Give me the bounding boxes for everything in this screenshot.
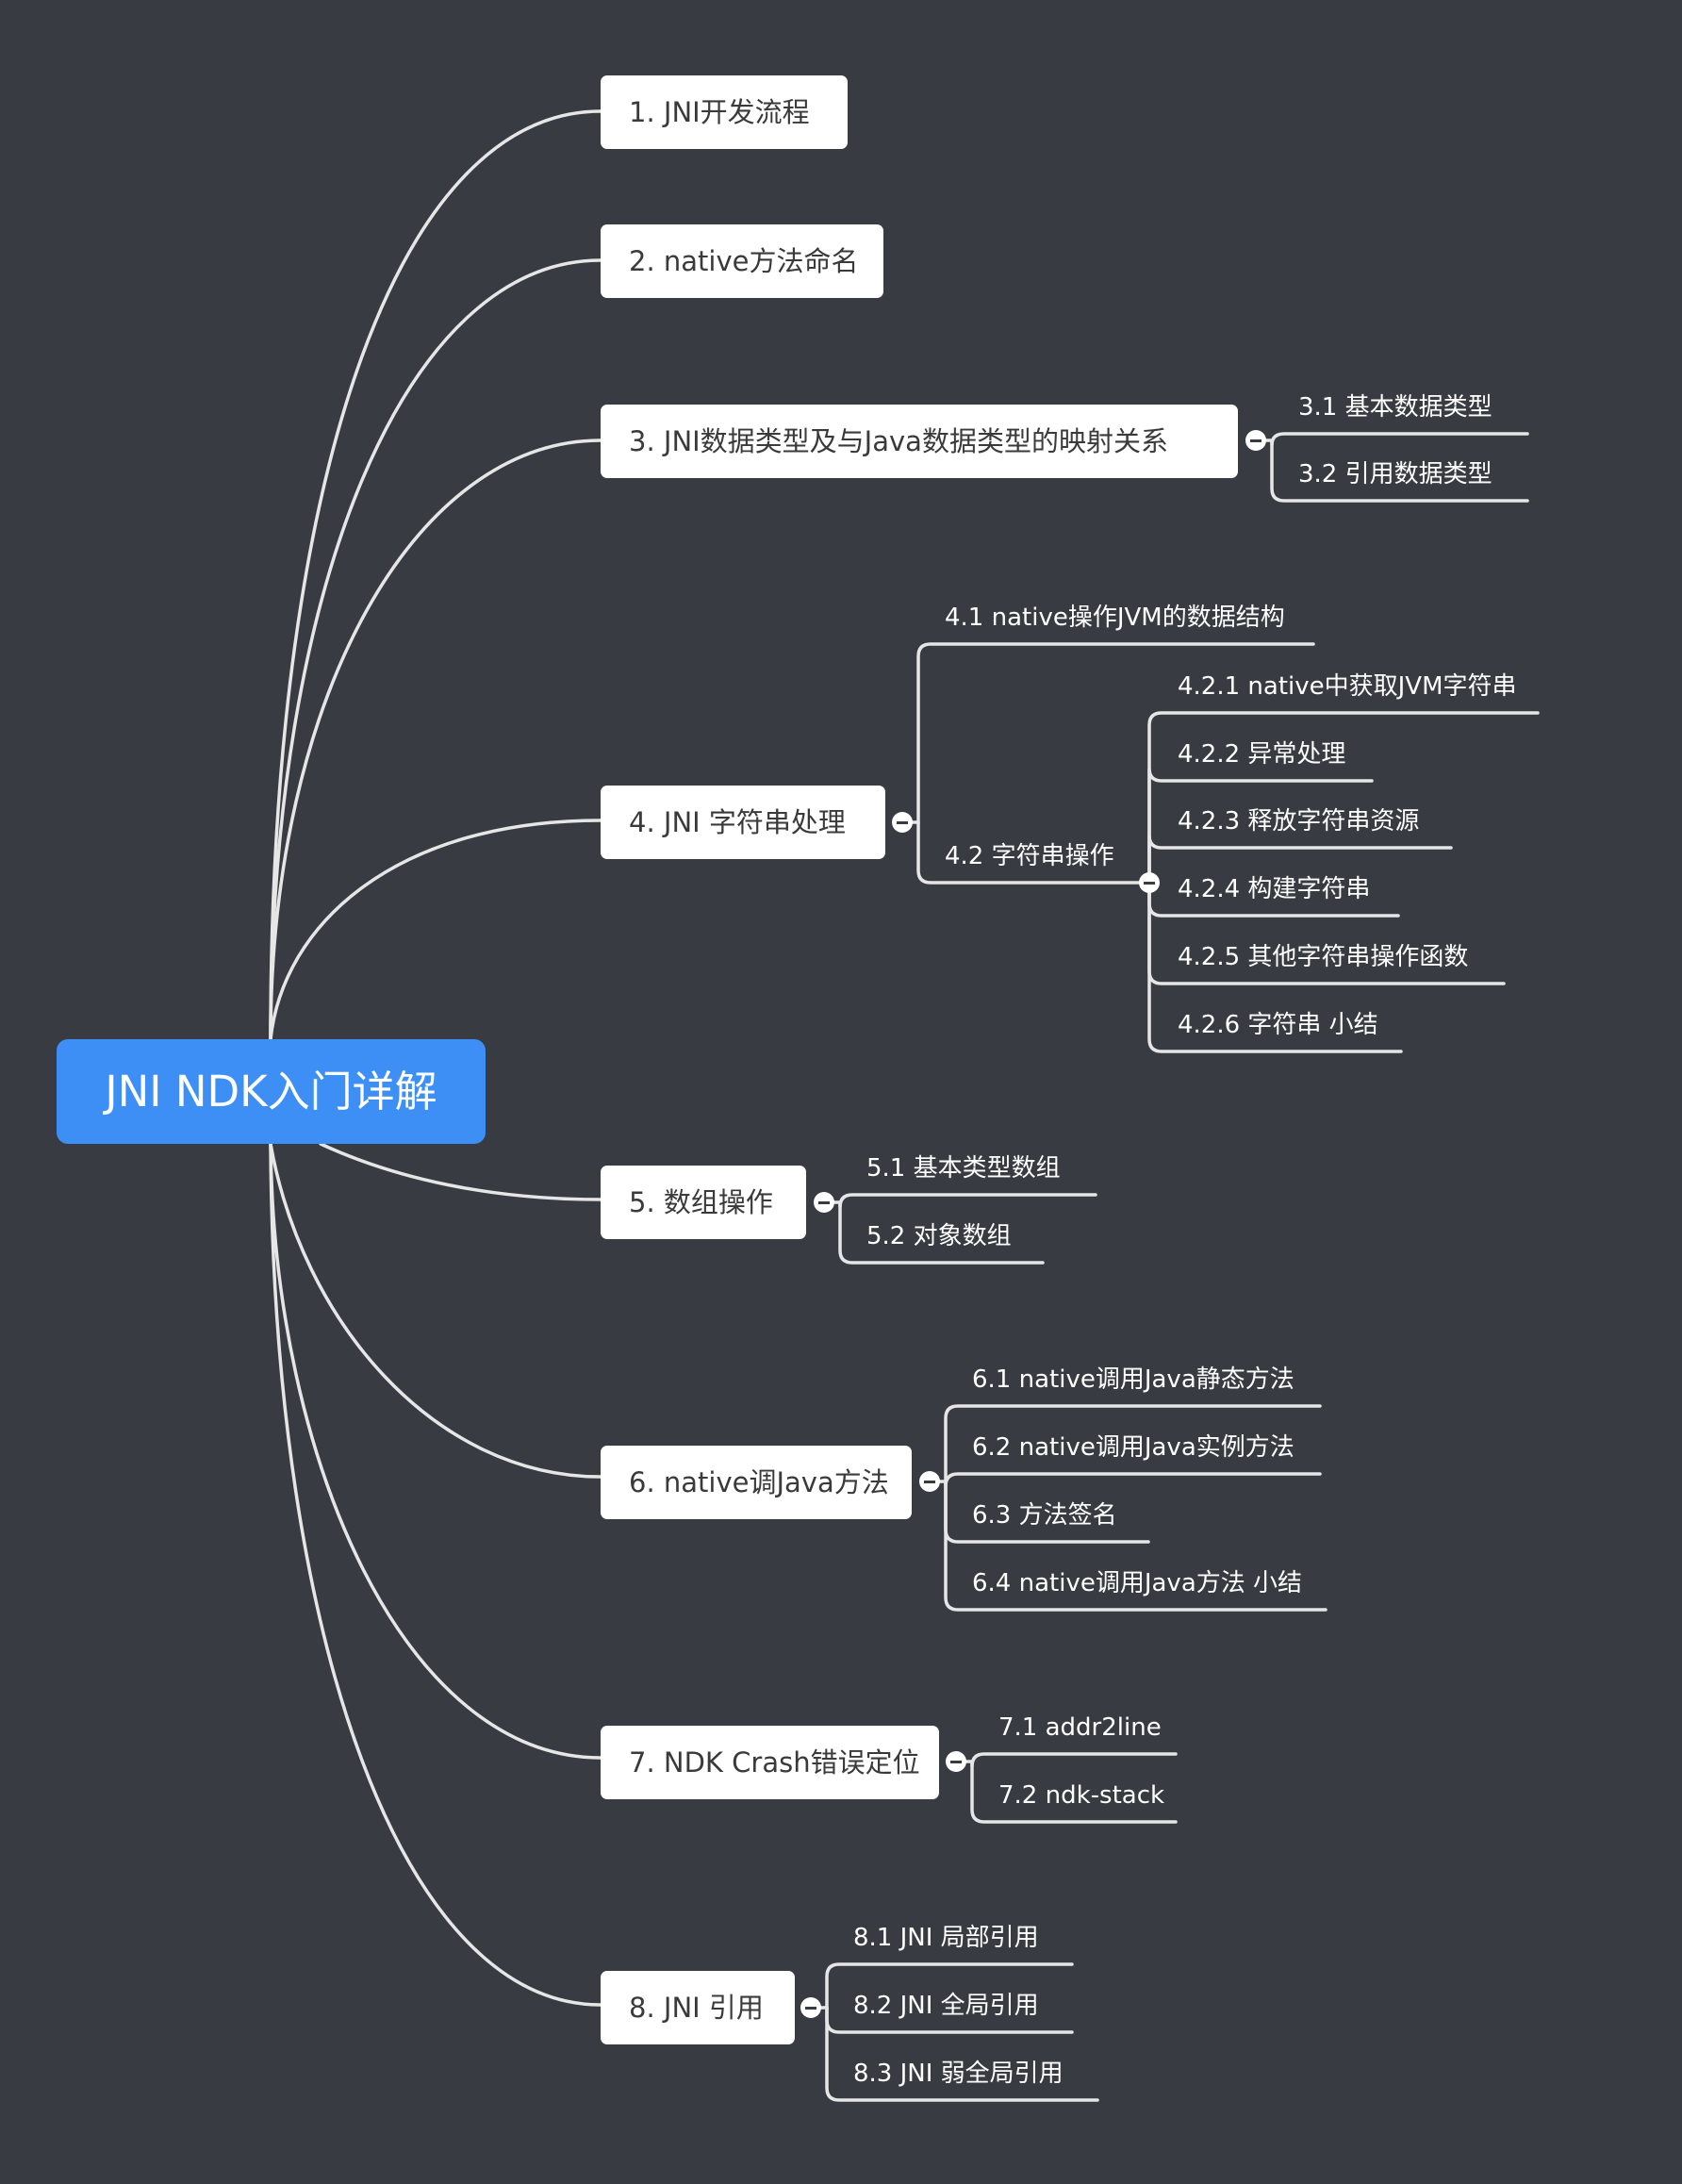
subtopic-4-2-5[interactable]: 4.2.5 其他字符串操作函数	[1178, 943, 1469, 971]
subtopic-4-2-1[interactable]: 4.2.1 native中获取JVM字符串	[1178, 672, 1517, 701]
collapse-toggle-topic-7[interactable]	[946, 1751, 966, 1772]
topic-array-operations[interactable]: 5. 数组操作	[601, 1166, 806, 1239]
topic-jni-data-types[interactable]: 3. JNI数据类型及与Java数据类型的映射关系	[601, 405, 1238, 478]
subtopic-3-1[interactable]: 3.1 基本数据类型	[1298, 393, 1492, 422]
root-topic[interactable]: JNI NDK入门详解	[57, 1039, 486, 1144]
subtopic-4-2-2[interactable]: 4.2.2 异常处理	[1178, 740, 1346, 769]
topic-jni-references[interactable]: 8. JNI 引用	[601, 1971, 795, 2044]
subtopic-5-2[interactable]: 5.2 对象数组	[866, 1222, 1012, 1250]
subtopic-8-1[interactable]: 8.1 JNI 局部引用	[853, 1924, 1039, 1952]
subtopic-4-1[interactable]: 4.1 native操作JVM的数据结构	[945, 604, 1285, 632]
subtopic-6-1[interactable]: 6.1 native调用Java静态方法	[972, 1365, 1294, 1394]
subtopic-5-1[interactable]: 5.1 基本类型数组	[866, 1154, 1061, 1183]
collapse-toggle-subtopic-4-2[interactable]	[1139, 872, 1160, 893]
topic-native-call-java[interactable]: 6. native调Java方法	[601, 1446, 912, 1519]
collapse-toggle-topic-6[interactable]	[919, 1471, 940, 1492]
topic-native-method-naming[interactable]: 2. native方法命名	[601, 224, 883, 298]
subtopic-6-3[interactable]: 6.3 方法签名	[972, 1501, 1117, 1530]
collapse-toggle-topic-8[interactable]	[800, 1997, 821, 2018]
subtopic-4-2-3[interactable]: 4.2.3 释放字符串资源	[1178, 807, 1420, 836]
subtopic-4-2[interactable]: 4.2 字符串操作	[945, 842, 1114, 870]
subtopic-7-2[interactable]: 7.2 ndk-stack	[998, 1781, 1165, 1810]
collapse-toggle-topic-4[interactable]	[892, 812, 913, 833]
collapse-toggle-topic-5[interactable]	[814, 1192, 834, 1213]
topic-jni-string-handling[interactable]: 4. JNI 字符串处理	[601, 786, 885, 859]
subtopic-7-1[interactable]: 7.1 addr2line	[998, 1713, 1162, 1742]
subtopic-6-2[interactable]: 6.2 native调用Java实例方法	[972, 1433, 1294, 1462]
subtopic-8-3[interactable]: 8.3 JNI 弱全局引用	[853, 2060, 1064, 2088]
subtopic-4-2-6[interactable]: 4.2.6 字符串 小结	[1178, 1011, 1378, 1039]
subtopic-3-2[interactable]: 3.2 引用数据类型	[1298, 460, 1492, 488]
collapse-toggle-topic-3[interactable]	[1245, 430, 1266, 451]
subtopic-4-2-4[interactable]: 4.2.4 构建字符串	[1178, 875, 1371, 903]
topic-ndk-crash[interactable]: 7. NDK Crash错误定位	[601, 1726, 939, 1799]
topic-jni-dev-process[interactable]: 1. JNI开发流程	[601, 75, 848, 149]
subtopic-8-2[interactable]: 8.2 JNI 全局引用	[853, 1992, 1039, 2020]
subtopic-6-4[interactable]: 6.4 native调用Java方法 小结	[972, 1569, 1303, 1597]
